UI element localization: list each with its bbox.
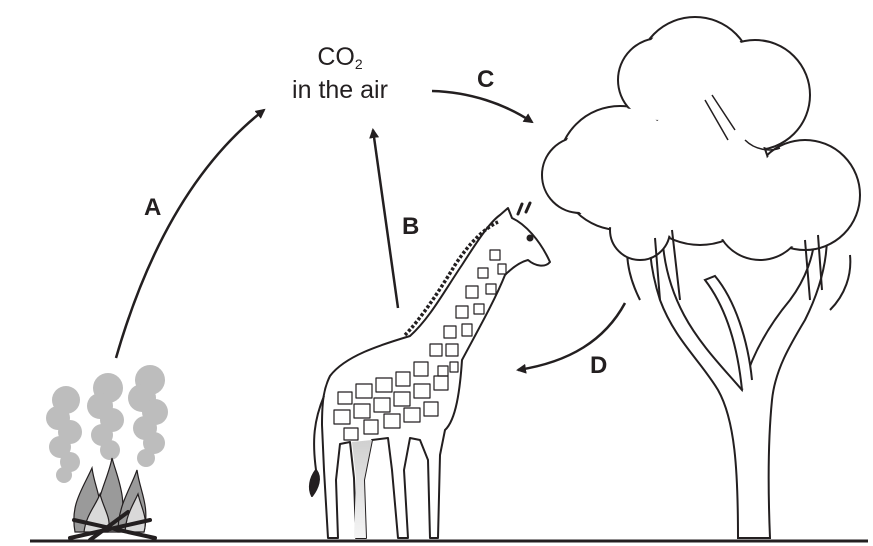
tree-icon xyxy=(542,17,860,538)
fire-icon xyxy=(46,365,168,540)
arrow-label-a: A xyxy=(144,194,161,222)
arrow-label-d: D xyxy=(590,352,607,380)
co2-formula-label: CO2 xyxy=(270,42,410,79)
co2-main: CO xyxy=(317,43,355,71)
arrow-d xyxy=(518,303,625,370)
arrow-a xyxy=(116,110,264,358)
arrow-label-b: B xyxy=(402,213,419,241)
giraffe-icon xyxy=(310,203,550,538)
co2-location-label: in the air xyxy=(270,75,410,105)
arrow-c xyxy=(432,91,532,122)
co2-subscript: 2 xyxy=(355,56,363,72)
arrow-label-c: C xyxy=(477,66,494,94)
arrow-b xyxy=(373,130,398,308)
